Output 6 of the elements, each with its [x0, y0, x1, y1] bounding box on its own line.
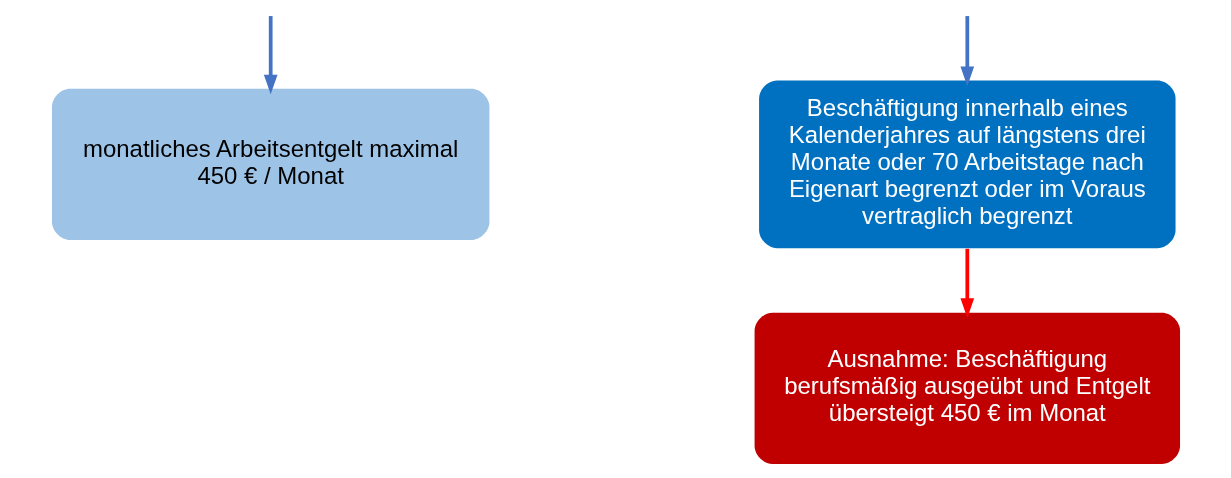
node-box: Beschäftigung innerhalb eines Kalenderjahres auf längstens drei Monate oder 70 Arbeitstage nach Eigenart begrenzt oder im Voraus vertraglich begrenzt [758, 80, 1176, 248]
arrow [263, 15, 278, 94]
arrow [959, 248, 974, 318]
node-box: monatliches Arbeitsentgelt maximal 450 € / Monat [51, 88, 489, 240]
arrow [959, 15, 974, 86]
node-box: Ausnahme: Beschäftigung berufsmäßig ausgeübt und Entgelt übersteigt 450 € im Monat [754, 312, 1180, 464]
